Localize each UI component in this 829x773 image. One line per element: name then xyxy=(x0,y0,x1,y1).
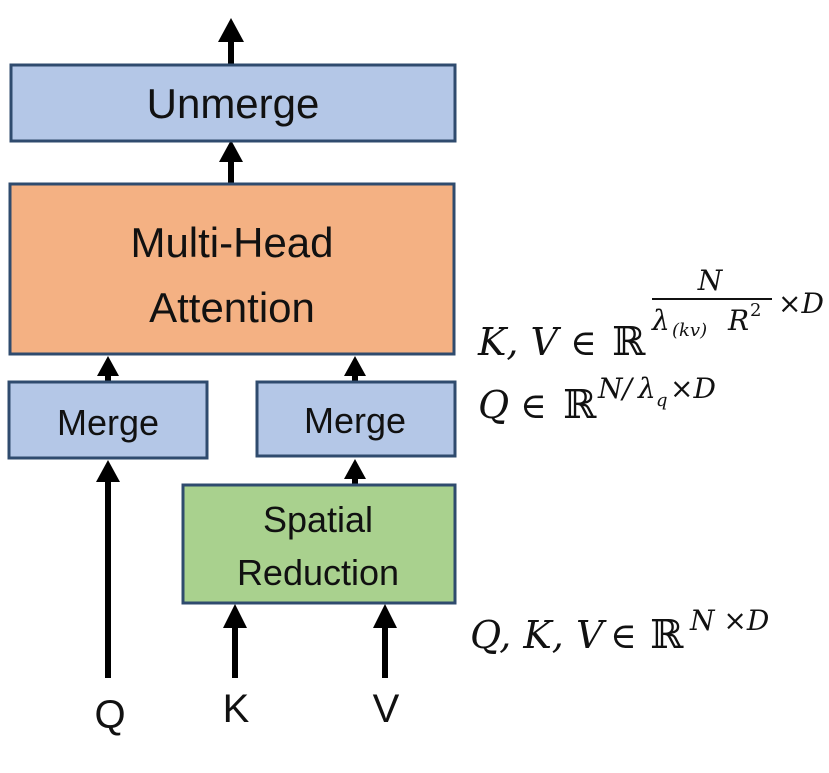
attention-box xyxy=(8,182,456,356)
arrows xyxy=(96,18,397,678)
qkv-shape-exp: N ×D xyxy=(689,604,769,637)
k-input-label: K xyxy=(223,687,250,731)
merge-kv-box xyxy=(255,380,457,458)
kv-shape-vars: K, V xyxy=(477,320,562,364)
q-shape-vars: Q xyxy=(478,383,509,427)
k-input-arrowhead xyxy=(223,604,247,628)
output-arrowhead xyxy=(218,18,244,42)
spatial-reduction-block: Spatial Reduction xyxy=(181,483,457,605)
q-input-label: Q xyxy=(94,693,125,737)
spatial-reduction-label-line2: Reduction xyxy=(237,552,399,593)
q-shape-in: ∈ xyxy=(520,386,547,427)
kv-shape-frac-num: N xyxy=(697,264,724,297)
merge-kv-to-attention-arrowhead xyxy=(344,356,366,376)
q-shape-exp-N: N/ xyxy=(597,372,635,405)
kv-shape-in: ∈ xyxy=(570,323,597,364)
kv-shape-frac-den-exp: 2 xyxy=(750,300,761,321)
kv-shape-tail: ×D xyxy=(778,287,824,320)
merge-q-to-attention-arrowhead xyxy=(97,356,119,376)
spatial-reduction-box xyxy=(181,483,457,605)
attention-label-line2: Attention xyxy=(149,284,315,331)
v-input-arrowhead xyxy=(373,604,397,628)
q-input-arrowhead xyxy=(96,460,120,482)
qkv-shape-R: ℝ xyxy=(650,612,684,658)
merge-q-label: Merge xyxy=(57,402,159,443)
spatial-reduction-label-line1: Spatial xyxy=(263,499,373,540)
unmerge-box xyxy=(9,63,457,143)
kv-shape-annotation: K, V ∈ ℝ N λ (kv) R 2 ×D xyxy=(477,264,824,365)
qkv-shape-vars: Q, K, V xyxy=(470,613,607,657)
input-labels: Q K V xyxy=(94,687,399,737)
attention-block: Multi-Head Attention xyxy=(8,182,456,356)
q-shape-exp-sub: q xyxy=(656,390,668,411)
q-shape-R: ℝ xyxy=(563,382,597,428)
merge-q-block: Merge xyxy=(7,380,209,460)
merge-kv-block: Merge xyxy=(255,380,457,458)
q-shape-exp-lambda: λ xyxy=(637,372,656,405)
kv-shape-frac-den-lambda: λ xyxy=(651,304,670,337)
qkv-shape-in: ∈ xyxy=(610,616,637,657)
kv-shape-frac-den-R: R xyxy=(727,304,749,337)
q-shape-exp-tail: ×D xyxy=(670,372,716,405)
merge-kv-label: Merge xyxy=(304,400,406,441)
v-input-label: V xyxy=(373,687,400,731)
kv-shape-frac-den-sub: (kv) xyxy=(672,320,707,341)
qkv-shape-annotation: Q, K, V ∈ ℝ N ×D xyxy=(470,604,769,658)
kv-shape-R: ℝ xyxy=(612,319,646,365)
unmerge-block: Unmerge xyxy=(9,63,457,143)
merge-q-box xyxy=(7,380,209,460)
q-shape-annotation: Q ∈ ℝ N/ λ q ×D xyxy=(478,372,716,428)
attention-label-line1: Multi-Head xyxy=(130,219,333,266)
unmerge-label: Unmerge xyxy=(147,80,320,127)
attention-to-unmerge-arrowhead xyxy=(219,140,243,162)
sr-to-merge-kv-arrowhead xyxy=(344,459,366,479)
